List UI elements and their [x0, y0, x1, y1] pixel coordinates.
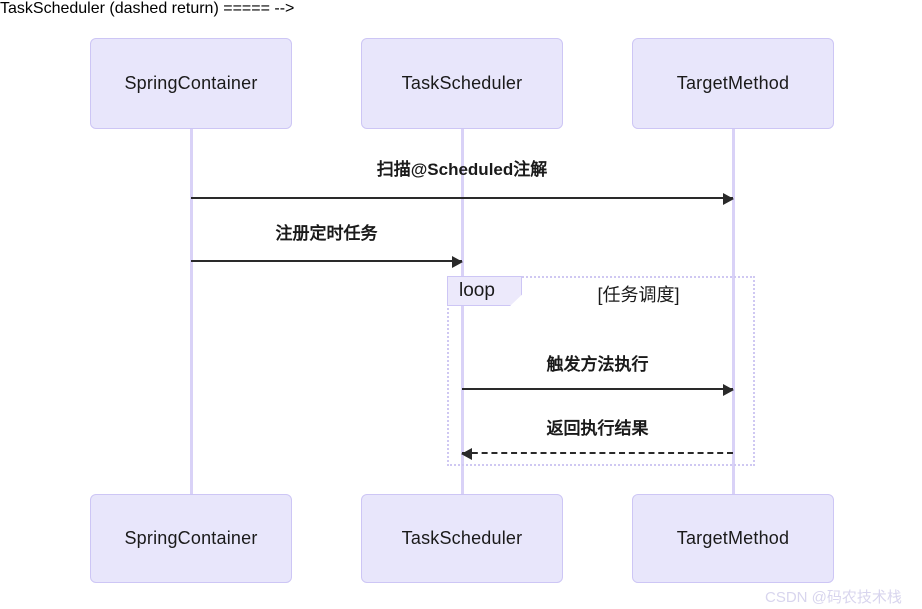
lifeline-target-method: [732, 129, 735, 495]
participant-box-bottom-task-scheduler[interactable]: TaskScheduler: [361, 494, 563, 583]
participant-label: SpringContainer: [124, 73, 258, 93]
watermark-csdn: CSDN @码农技术栈: [765, 586, 902, 607]
message-text: 返回执行结果: [546, 419, 649, 438]
message-label-scan-scheduled-annotation: 扫描@Scheduled注解: [191, 155, 733, 180]
message-text: 触发方法执行: [546, 355, 649, 374]
participant-label: TargetMethod: [676, 73, 790, 93]
message-label-return-execution-result: 返回执行结果: [462, 414, 733, 439]
watermark-text: CSDN @码农技术栈: [765, 589, 902, 606]
message-text: 注册定时任务: [275, 224, 378, 243]
participant-box-top-spring-container[interactable]: SpringContainer: [90, 38, 292, 129]
loop-tag-label: loop: [459, 280, 495, 301]
message-arrow-return-execution-result: [461, 448, 733, 460]
participant-label: TaskScheduler: [401, 73, 523, 93]
participant-label: TaskScheduler: [401, 528, 523, 548]
participant-label: SpringContainer: [124, 528, 258, 548]
participant-box-bottom-spring-container[interactable]: SpringContainer: [90, 494, 292, 583]
loop-fragment-tag: loop: [447, 276, 522, 306]
lifeline-spring-container: [190, 129, 193, 495]
message-arrow-scan-scheduled-annotation: [191, 193, 734, 205]
arrowhead-right-icon: [723, 193, 734, 205]
participant-box-top-task-scheduler[interactable]: TaskScheduler: [361, 38, 563, 129]
message-arrow-trigger-method-execution: [462, 384, 734, 396]
loop-fragment-condition: [任务调度]: [522, 281, 755, 307]
lifeline-task-scheduler: [461, 129, 464, 495]
arrowhead-left-icon: [461, 448, 472, 460]
loop-condition-text: [任务调度]: [597, 285, 680, 305]
message-arrow-register-scheduled-task: [191, 256, 463, 268]
message-text: 扫描@Scheduled注解: [376, 160, 548, 179]
arrowhead-right-icon: [452, 256, 463, 268]
message-label-trigger-method-execution: 触发方法执行: [462, 350, 733, 375]
message-label-register-scheduled-task: 注册定时任务: [191, 219, 462, 244]
participant-box-top-target-method[interactable]: TargetMethod: [632, 38, 834, 129]
loop-fragment-box: [447, 276, 755, 466]
participant-box-bottom-target-method[interactable]: TargetMethod: [632, 494, 834, 583]
participant-label: TargetMethod: [676, 528, 790, 548]
arrowhead-right-icon: [723, 384, 734, 396]
